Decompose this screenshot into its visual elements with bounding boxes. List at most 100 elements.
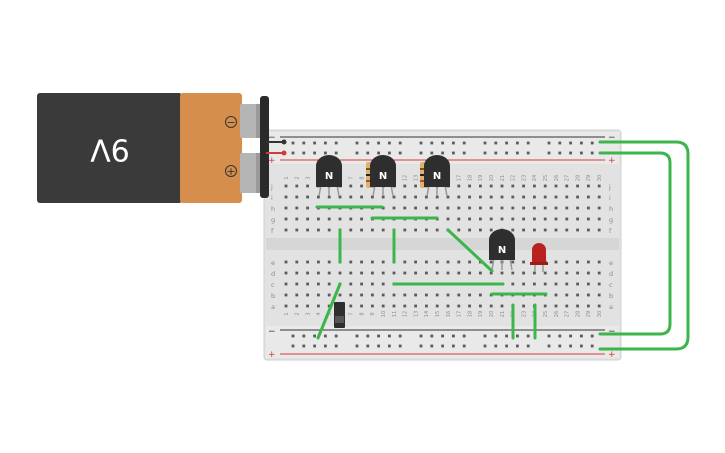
breadboard-hole[interactable] [522, 282, 525, 286]
breadboard-hole[interactable] [377, 344, 380, 348]
breadboard-hole[interactable] [430, 141, 434, 145]
breadboard-hole[interactable] [522, 217, 525, 221]
breadboard-hole[interactable] [327, 260, 331, 264]
breadboard-hole[interactable] [543, 304, 547, 308]
breadboard-hole[interactable] [306, 293, 309, 297]
breadboard-hole[interactable] [576, 206, 579, 210]
breadboard-hole[interactable] [327, 293, 331, 297]
breadboard-hole[interactable] [291, 344, 295, 348]
breadboard-hole[interactable] [317, 195, 320, 199]
breadboard-hole[interactable] [554, 282, 558, 286]
breadboard-hole[interactable] [349, 282, 353, 286]
breadboard-hole[interactable] [526, 344, 530, 348]
breadboard-hole[interactable] [441, 141, 444, 145]
breadboard-hole[interactable] [306, 206, 309, 210]
breadboard-hole[interactable] [452, 344, 455, 348]
breadboard-hole[interactable] [360, 195, 363, 199]
breadboard-hole[interactable] [425, 260, 428, 264]
breadboard-hole[interactable] [284, 282, 288, 286]
breadboard-hole[interactable] [576, 228, 579, 232]
breadboard-hole[interactable] [547, 141, 551, 145]
breadboard-hole[interactable] [338, 293, 342, 297]
breadboard-hole[interactable] [360, 304, 363, 308]
transistor-q1[interactable]: N [316, 155, 342, 197]
breadboard-hole[interactable] [419, 141, 423, 145]
breadboard-holes[interactable] [284, 141, 601, 348]
breadboard-hole[interactable] [547, 334, 551, 338]
breadboard-hole[interactable] [452, 151, 455, 155]
breadboard-hole[interactable] [554, 206, 558, 210]
breadboard-hole[interactable] [302, 334, 306, 338]
breadboard-hole[interactable] [355, 344, 359, 348]
breadboard-hole[interactable] [462, 141, 466, 145]
slide-switch[interactable] [334, 302, 345, 328]
breadboard-hole[interactable] [511, 217, 515, 221]
breadboard-hole[interactable] [522, 184, 525, 188]
breadboard-hole[interactable] [483, 151, 487, 155]
breadboard-hole[interactable] [324, 344, 327, 348]
battery-9v[interactable]: 9V − + [37, 93, 269, 203]
breadboard-hole[interactable] [554, 184, 558, 188]
breadboard-hole[interactable] [403, 228, 407, 232]
breadboard-hole[interactable] [597, 195, 601, 199]
breadboard-hole[interactable] [457, 184, 461, 188]
breadboard-hole[interactable] [500, 217, 504, 221]
breadboard-hole[interactable] [587, 260, 590, 264]
breadboard-hole[interactable] [554, 217, 558, 221]
breadboard-hole[interactable] [526, 334, 530, 338]
breadboard-hole[interactable] [435, 293, 439, 297]
breadboard-hole[interactable] [435, 195, 439, 199]
breadboard-hole[interactable] [580, 141, 583, 145]
breadboard-hole[interactable] [327, 282, 331, 286]
breadboard-hole[interactable] [381, 228, 385, 232]
breadboard-hole[interactable] [479, 304, 482, 308]
breadboard-hole[interactable] [587, 228, 590, 232]
breadboard-hole[interactable] [295, 271, 299, 275]
breadboard-hole[interactable] [317, 271, 320, 275]
breadboard-hole[interactable] [371, 260, 374, 264]
breadboard-hole[interactable] [597, 282, 601, 286]
breadboard-hole[interactable] [306, 184, 309, 188]
breadboard-hole[interactable] [435, 260, 439, 264]
breadboard-hole[interactable] [590, 344, 594, 348]
breadboard-hole[interactable] [446, 304, 450, 308]
breadboard-hole[interactable] [284, 260, 288, 264]
breadboard-hole[interactable] [587, 195, 590, 199]
breadboard-hole[interactable] [306, 304, 309, 308]
breadboard-hole[interactable] [446, 293, 450, 297]
breadboard-hole[interactable] [425, 304, 428, 308]
breadboard-hole[interactable] [430, 151, 434, 155]
breadboard-hole[interactable] [468, 228, 471, 232]
breadboard-hole[interactable] [468, 195, 471, 199]
breadboard-hole[interactable] [403, 304, 407, 308]
breadboard-hole[interactable] [295, 293, 299, 297]
breadboard-hole[interactable] [590, 334, 594, 338]
breadboard-hole[interactable] [317, 228, 320, 232]
breadboard-hole[interactable] [425, 271, 428, 275]
breadboard-hole[interactable] [284, 184, 288, 188]
breadboard-hole[interactable] [291, 151, 295, 155]
breadboard-hole[interactable] [565, 304, 569, 308]
breadboard-hole[interactable] [533, 195, 536, 199]
breadboard-hole[interactable] [377, 334, 380, 338]
breadboard-hole[interactable] [425, 293, 428, 297]
breadboard-hole[interactable] [441, 151, 444, 155]
breadboard-hole[interactable] [457, 271, 461, 275]
breadboard-hole[interactable] [587, 184, 590, 188]
breadboard-hole[interactable] [388, 344, 391, 348]
breadboard-hole[interactable] [392, 293, 396, 297]
breadboard-hole[interactable] [543, 228, 547, 232]
breadboard-hole[interactable] [425, 195, 428, 199]
breadboard-hole[interactable] [306, 260, 309, 264]
breadboard-hole[interactable] [522, 195, 525, 199]
breadboard-hole[interactable] [483, 141, 487, 145]
breadboard-hole[interactable] [295, 195, 299, 199]
breadboard-hole[interactable] [317, 217, 320, 221]
breadboard-hole[interactable] [587, 271, 590, 275]
breadboard-hole[interactable] [403, 184, 407, 188]
breadboard-hole[interactable] [338, 271, 342, 275]
breadboard-hole[interactable] [392, 195, 396, 199]
breadboard-hole[interactable] [479, 217, 482, 221]
breadboard-hole[interactable] [360, 260, 363, 264]
breadboard-hole[interactable] [511, 260, 515, 264]
